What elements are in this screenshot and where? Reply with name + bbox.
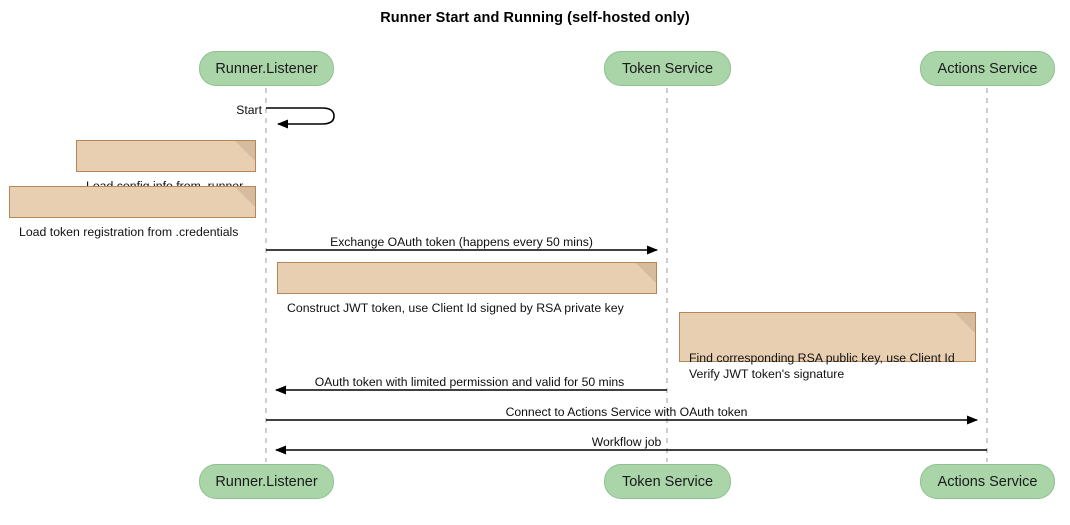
participant-token-service-top[interactable]: Token Service bbox=[604, 51, 731, 86]
note-load-config-info: Load config info from .runner bbox=[76, 140, 256, 193]
self-message-label-start: Start bbox=[236, 103, 262, 117]
participant-actions-service-bottom[interactable]: Actions Service bbox=[920, 464, 1055, 499]
note-find-rsa-public-key: Find corresponding RSA public key, use C… bbox=[679, 312, 976, 381]
note-text: Construct JWT token, use Client Id signe… bbox=[287, 301, 624, 315]
self-message-start bbox=[266, 107, 335, 129]
message-label-workflow-job: Workflow job bbox=[591, 435, 662, 449]
note-construct-jwt-token: Construct JWT token, use Client Id signe… bbox=[277, 262, 657, 315]
note-dogear-icon bbox=[636, 263, 656, 283]
note-dogear-icon bbox=[235, 187, 255, 207]
note-dogear-icon bbox=[955, 313, 975, 333]
participant-token-service-bottom[interactable]: Token Service bbox=[604, 464, 731, 499]
note-load-token-registration: Load token registration from .credential… bbox=[9, 186, 256, 239]
note-dogear-icon bbox=[235, 141, 255, 161]
participant-runner-listener-top[interactable]: Runner.Listener bbox=[199, 51, 334, 86]
participant-actions-service-top[interactable]: Actions Service bbox=[920, 51, 1055, 86]
page-title: Runner Start and Running (self-hosted on… bbox=[380, 10, 690, 26]
message-label-exchange-oauth-token: Exchange OAuth token (happens every 50 m… bbox=[330, 235, 593, 249]
participant-runner-listener-bottom[interactable]: Runner.Listener bbox=[199, 464, 334, 499]
note-text: Find corresponding RSA public key, use C… bbox=[689, 351, 955, 381]
message-label-connect-to-actions-service: Connect to Actions Service with OAuth to… bbox=[505, 405, 748, 419]
note-text: Load token registration from .credential… bbox=[19, 225, 239, 239]
message-label-oauth-token-response: OAuth token with limited permission and … bbox=[314, 375, 625, 389]
lifeline-group bbox=[265, 88, 988, 462]
